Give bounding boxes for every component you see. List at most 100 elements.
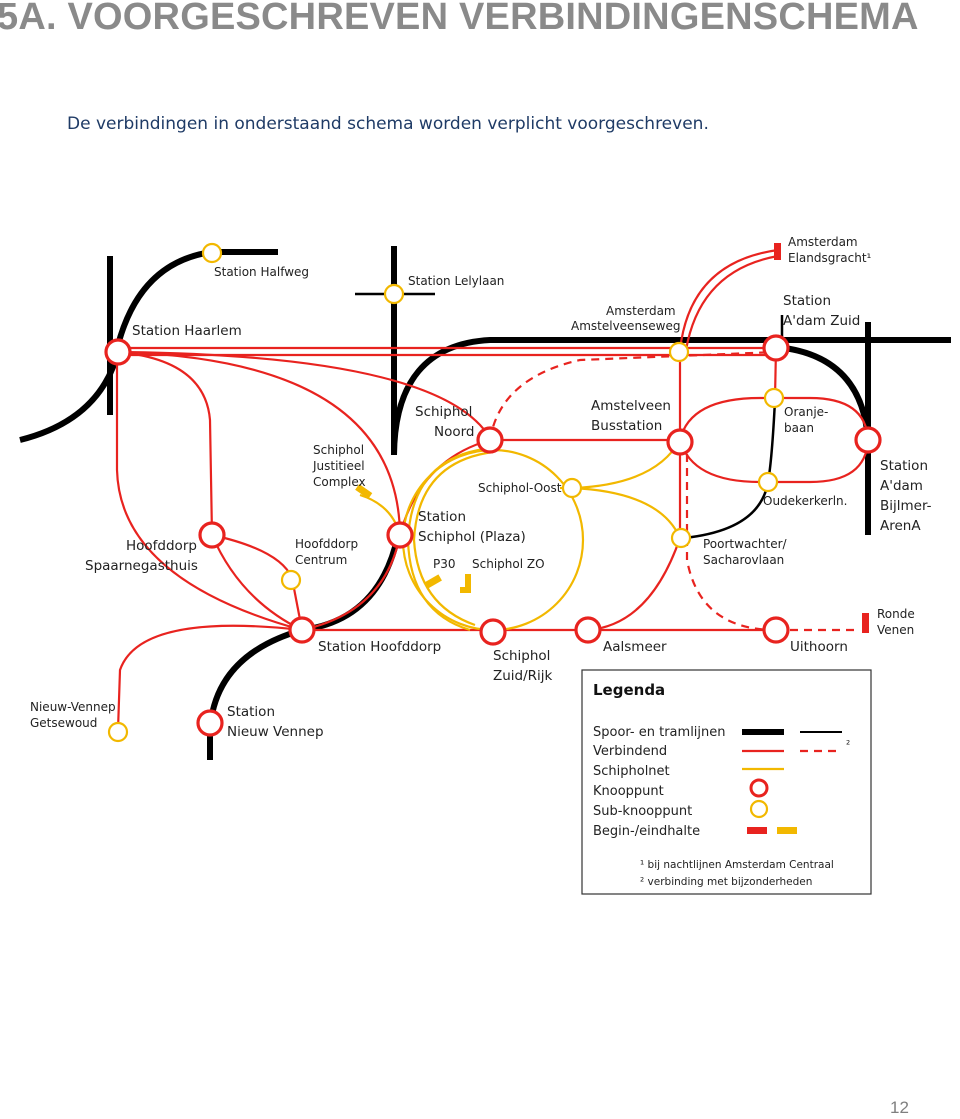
label-nieuw-vennep-2: Nieuw Vennep (227, 724, 324, 740)
subnode-lelylaan[interactable] (383, 283, 405, 305)
sub-nodes (107, 242, 785, 743)
connecting-routes-special (488, 350, 860, 632)
label-busstation-1: Amstelveen (591, 398, 671, 414)
subnode-getsewoud[interactable] (107, 721, 129, 743)
label-spaarnegasthuis-1: Hoofddorp (126, 538, 197, 554)
page-number: 12 (890, 1098, 909, 1117)
label-zuid-2: A'dam Zuid (783, 313, 860, 329)
legend-label-schipholnet: Schipholnet (593, 764, 670, 779)
subnode-halfweg[interactable] (201, 242, 223, 264)
node-aalsmeer[interactable] (574, 616, 602, 644)
route-elandsgracht-zuid-2 (684, 254, 779, 351)
label-getsewoud-1: Nieuw-Vennep (30, 700, 116, 714)
label-plaza-2: Schiphol (Plaza) (418, 529, 526, 545)
schiphol-ring-inner-2 (412, 450, 494, 627)
route-haarlem-hoofddorp (115, 355, 303, 632)
rail-haarlem-southwest (19, 351, 121, 443)
node-spaarnegasthuis[interactable] (198, 521, 226, 549)
label-bijlmer-2: A'dam (880, 478, 923, 494)
station-labels: Station Halfweg Station Lelylaan Amsterd… (30, 235, 932, 740)
route-haarlem-plaza (117, 350, 402, 536)
legend-box (581, 669, 872, 895)
route-plaza-hoofddorp (301, 534, 402, 632)
subnode-oranjebaan[interactable] (763, 387, 785, 409)
endstop-p30 (424, 574, 442, 589)
label-amstelveenseweg-2: Amstelveenseweg (571, 319, 681, 333)
label-schiphol-noord-2: Noord (434, 424, 475, 440)
schiphol-oost-poortwachter (571, 486, 682, 539)
subnode-schiphol-oost[interactable] (561, 477, 583, 499)
route-spaarnegasthuis-hoofddorp (210, 534, 303, 631)
label-oranjebaan-2: baan (784, 421, 814, 435)
label-lelylaan: Station Lelylaan (408, 274, 504, 288)
label-plaza-1: Station (418, 509, 466, 525)
end-stops (355, 243, 869, 633)
legend-label-subknooppunt: Sub-knooppunt (593, 804, 692, 819)
label-justitieel-1: Schiphol (313, 443, 364, 457)
route-busstation-bijlmer-north (678, 396, 870, 441)
subnode-oudekerkerlaan[interactable] (757, 471, 779, 493)
route-dashed-noord-zuid (488, 350, 777, 441)
legend-swatch-subknooppunt (749, 799, 769, 819)
label-elandsgracht-1: Amsterdam (788, 235, 858, 249)
legend-title: Legenda (593, 681, 665, 699)
label-hd-centrum-2: Centrum (295, 553, 347, 567)
endstop-schiphol-zo (460, 574, 471, 593)
label-halfweg: Station Halfweg (214, 265, 309, 279)
node-amsterdam-zuid[interactable] (762, 334, 790, 362)
label-poortwachter-1: Poortwachter/ (703, 537, 788, 551)
node-uithoorn[interactable] (762, 616, 790, 644)
node-haarlem[interactable] (104, 338, 132, 366)
page-title: 5A. VOORGESCHREVEN VERBINDINGENSCHEMA (0, 0, 919, 38)
subnode-amstelveenseweg[interactable] (668, 341, 690, 363)
subnode-hoofddorp-centrum[interactable] (280, 569, 302, 591)
node-schiphol-noord[interactable] (476, 426, 504, 454)
route-hoofddorp-getsewoud (116, 624, 303, 731)
label-amstelveenseweg-1: Amsterdam (606, 304, 676, 318)
legend-swatch-eindhalte-yellow (777, 827, 797, 834)
route-poortwachter-aalsmeer (587, 537, 682, 632)
page-subtitle: De verbindingen in onderstaand schema wo… (67, 114, 709, 134)
node-schiphol-plaza[interactable] (386, 521, 414, 549)
route-haarlem-schiphol-noord (117, 350, 491, 439)
legend-swatch-eindhalte-red (747, 827, 767, 834)
tram-amstelveen-uithoorn (683, 399, 777, 540)
label-bijlmer-1: Station (880, 458, 928, 474)
label-getsewoud-2: Getsewoud (30, 716, 97, 730)
label-elandsgracht-2: Elandsgracht¹ (788, 251, 872, 265)
label-oudekerkerln: Oudekerkerln. (763, 494, 847, 508)
label-oranjebaan-1: Oranje- (784, 405, 828, 419)
label-zuid-1: Station (783, 293, 831, 309)
legend-dashed-note-marker: ² (846, 739, 850, 751)
label-bijlmer-4: ArenA (880, 518, 921, 534)
label-ronde-venen-1: Ronde (877, 607, 915, 621)
label-schiphol-zo: Schiphol ZO (472, 557, 545, 571)
route-elandsgracht-zuid-1 (678, 248, 779, 351)
label-justitieel-2: Justitieel (312, 459, 365, 473)
label-haarlem: Station Haarlem (132, 323, 242, 339)
label-nieuw-vennep-1: Station (227, 704, 275, 720)
endstop-justitieel (355, 483, 373, 499)
legend-label-knooppunt: Knooppunt (593, 784, 664, 799)
route-dashed-busstation-uithoorn (685, 440, 777, 632)
node-amstelveen-busstation[interactable] (666, 428, 694, 456)
label-justitieel-3: Complex (313, 475, 366, 489)
subnode-poortwachter[interactable] (670, 527, 692, 549)
endstop-ronde-venen (862, 613, 869, 633)
label-hoofddorp: Station Hoofddorp (318, 639, 441, 655)
label-spaarnegasthuis-2: Spaarnegasthuis (85, 558, 198, 574)
rail-schiphol-trunk (391, 337, 951, 456)
node-bijlmer-arena[interactable] (854, 426, 882, 454)
label-p30: P30 (433, 557, 456, 571)
legend-footnote-1: ¹ bij nachtlijnen Amsterdam Centraal (640, 859, 834, 871)
label-aalsmeer: Aalsmeer (603, 639, 667, 655)
label-zuid-rijk-2: Zuid/Rijk (493, 668, 553, 684)
main-nodes (104, 334, 882, 737)
node-nieuw-vennep[interactable] (196, 709, 224, 737)
route-haarlem-spaarnegasthuis (117, 350, 214, 536)
label-zuid-rijk-1: Schiphol (493, 648, 550, 664)
legend-label-eindhalte: Begin-/eindhalte (593, 824, 700, 839)
node-schiphol-zuid-rijk[interactable] (479, 618, 507, 646)
node-hoofddorp[interactable] (288, 616, 316, 644)
